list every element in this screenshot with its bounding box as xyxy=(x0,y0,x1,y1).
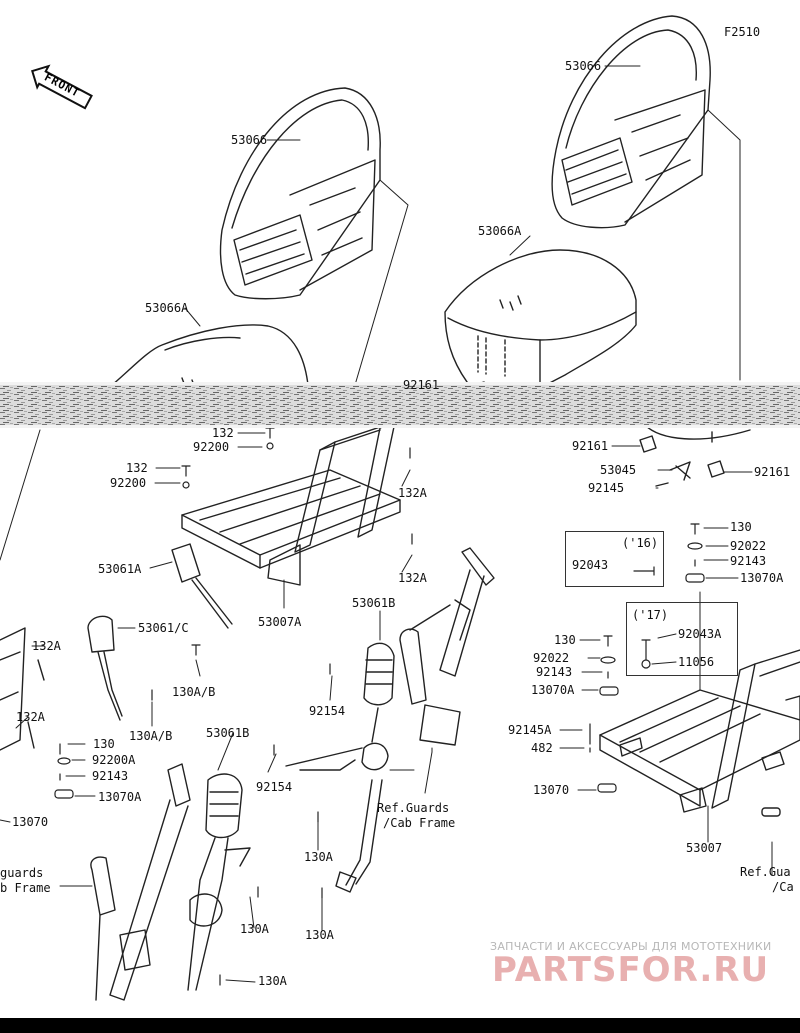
label-bracket-53007A: 53007A xyxy=(258,615,302,629)
label-seat-back-left: 53066 xyxy=(231,133,268,147)
label-ref-guards-right-1: Ref.Gua xyxy=(740,865,791,879)
label-bolt-130-right: 130 xyxy=(554,633,576,647)
label-collar-92143-left: 92143 xyxy=(92,769,129,783)
label-seat-cushion-left: 53066A xyxy=(145,301,189,315)
label-bolt-132A-c: 132A xyxy=(32,639,61,653)
label-bolt-132A-b: 132A xyxy=(398,571,427,585)
seat-frame-left-drawing xyxy=(181,421,401,586)
seat-back-left-drawing xyxy=(219,87,381,300)
label-washer-92022-top: 92022 xyxy=(730,539,767,553)
label-clip-92161-a: 92161 xyxy=(403,378,440,392)
label-bolt-130-left: 130 xyxy=(93,737,115,751)
label-bolt-132A-d: 132A xyxy=(16,710,45,724)
label-ref-guards-left-2: b Frame xyxy=(0,881,51,895)
label-nut-11056: 11056 xyxy=(678,655,715,669)
buckle-53061C-drawing xyxy=(87,615,123,721)
label-bracket-53007: 53007 xyxy=(686,841,723,855)
bolts-middle-drawing xyxy=(151,427,413,986)
label-bolt-92154-a: 92154 xyxy=(309,704,346,718)
label-collar-92143-top: 92143 xyxy=(730,554,767,568)
label-collar-92143-right: 92143 xyxy=(536,665,573,679)
front-arrow-icon xyxy=(31,64,93,110)
figure-code: F2510 xyxy=(724,25,761,39)
label-bolt-130AB-a: 130A/B xyxy=(172,685,216,699)
seat-frame-right-drawing xyxy=(599,649,800,817)
label-rubber-13070A-top: 13070A xyxy=(740,571,784,585)
label-bolt-130A-b: 130A xyxy=(240,922,269,936)
label-washer-92022: 92022 xyxy=(533,651,570,665)
year-16-box xyxy=(565,531,664,587)
label-latch-53045: 53045 xyxy=(600,463,637,477)
seat-cushion-right-drawing xyxy=(444,249,637,389)
year-17-box xyxy=(626,602,738,676)
label-bolt-130AB-b: 130A/B xyxy=(129,729,173,743)
label-ref-guards-left-1: guards xyxy=(0,866,44,880)
label-rubber-13070A-left: 13070A xyxy=(98,790,142,804)
label-belt-53061B-mid: 53061B xyxy=(352,596,396,610)
scan-noise-band xyxy=(0,382,800,428)
label-buckle-53061C: 53061/C xyxy=(138,621,189,635)
label-rubber-13070-right: 13070 xyxy=(533,783,570,797)
buckle-53061A-drawing xyxy=(171,543,233,629)
label-bolt-130A-c: 130A xyxy=(305,928,334,942)
label-clip-482: 482 xyxy=(531,741,553,755)
label-seat-back-right: 53066 xyxy=(565,59,602,73)
label-ref-guards-mid-1: Ref.Guards xyxy=(377,801,450,815)
label-seat-cushion-right: 53066A xyxy=(478,224,522,238)
watermark-tagline: ЗАПЧАСТИ И АКСЕССУАРЫ ДЛЯ МОТОТЕХНИКИ xyxy=(490,940,772,953)
watermark-logo: PARTSFOR.RU xyxy=(492,950,770,990)
label-bolt-92043: 92043 xyxy=(572,558,609,572)
label-bolt-130A-a: 130A xyxy=(304,850,333,864)
label-ref-guards-mid-2: /Cab Frame xyxy=(383,816,456,830)
label-washer-92200-b: 92200 xyxy=(110,476,147,490)
label-rubber-13070-left: 13070 xyxy=(12,815,49,829)
label-pin-92145: 92145 xyxy=(588,481,625,495)
label-washer-92200A: 92200A xyxy=(92,753,136,767)
label-bolt-132-b: 132 xyxy=(126,461,148,475)
label-bolt-92043A: 92043A xyxy=(678,627,722,641)
label-bolt-130-right-top: 130 xyxy=(730,520,752,534)
label-bolt-92154-b: 92154 xyxy=(256,780,293,794)
label-clip-92161-c: 92161 xyxy=(754,465,791,479)
label-bolt-132A-a: 132A xyxy=(398,486,427,500)
label-ref-guards-right-2: /Ca xyxy=(772,880,794,894)
label-bolt-132-a: 132 xyxy=(212,426,234,440)
label-buckle-53061A: 53061A xyxy=(98,562,142,576)
label-year-17: ('17) xyxy=(632,608,669,622)
label-rubber-13070A-right: 13070A xyxy=(531,683,575,697)
seat-belt-53061B-mid-drawing xyxy=(285,547,495,893)
label-washer-92200-a: 92200 xyxy=(193,440,230,454)
frame-left-edge-drawing xyxy=(0,627,45,751)
label-bolt-130A-d: 130A xyxy=(258,974,287,988)
seat-cushion-left-drawing xyxy=(111,324,309,389)
label-pin-92145A: 92145A xyxy=(508,723,552,737)
front-arrow-badge: FRONT xyxy=(23,56,100,117)
bottom-black-bar xyxy=(0,1018,800,1033)
seat-back-right-drawing xyxy=(551,15,711,229)
label-year-16: ('16) xyxy=(622,536,659,550)
label-belt-53061B-left: 53061B xyxy=(206,726,250,740)
label-clip-92161-b: 92161 xyxy=(572,439,609,453)
seat-belt-53061B-left-drawing xyxy=(90,763,251,1001)
